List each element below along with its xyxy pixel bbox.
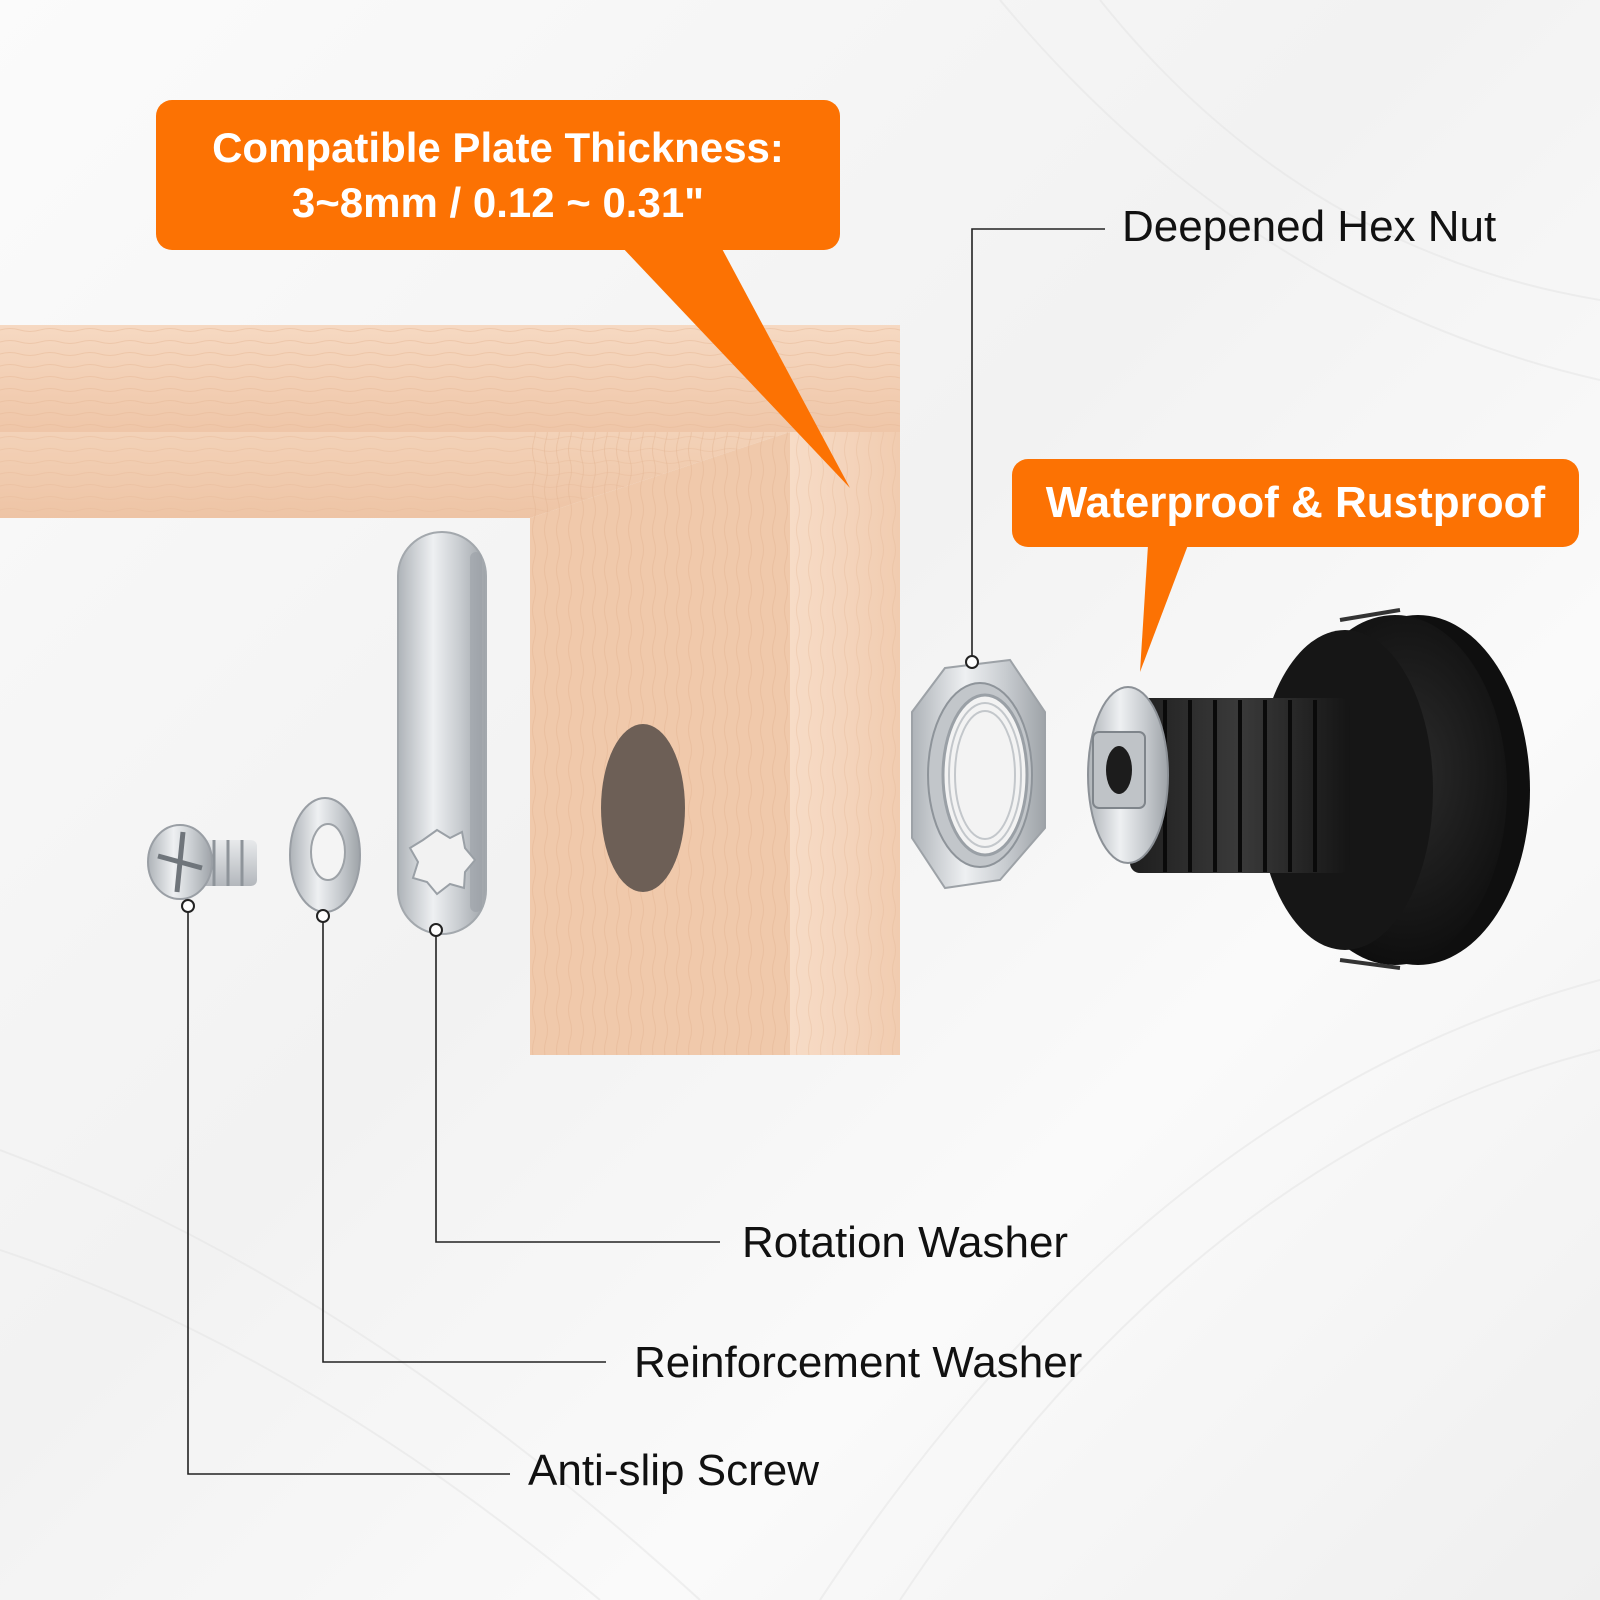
- panel-hole: [601, 724, 685, 892]
- rotation-washer-label: Rotation Washer: [742, 1218, 1069, 1267]
- hex-nut-label: Deepened Hex Nut: [1122, 202, 1497, 251]
- thickness-callout-line1: Compatible Plate Thickness:: [212, 124, 784, 171]
- reinforcement-washer-icon: [289, 797, 361, 913]
- thickness-callout-line2: 3~8mm / 0.12 ~ 0.31": [291, 179, 705, 226]
- reinforcement-washer-label: Reinforcement Washer: [634, 1338, 1083, 1387]
- leader-lines: [187, 228, 1105, 1475]
- waterproof-callout: Waterproof & Rustproof: [1012, 459, 1579, 547]
- leader-dots: [181, 655, 979, 937]
- thickness-callout: Compatible Plate Thickness: 3~8mm / 0.12…: [156, 100, 840, 250]
- waterproof-pointer: [1140, 545, 1188, 672]
- knob-lock-icon: [1087, 608, 1530, 970]
- screw-label: Anti-slip Screw: [528, 1446, 819, 1495]
- hex-nut-icon: [911, 658, 1046, 890]
- rotation-washer-icon: [397, 531, 487, 935]
- thickness-pointer: [620, 245, 850, 488]
- anti-slip-screw-icon: [147, 824, 257, 900]
